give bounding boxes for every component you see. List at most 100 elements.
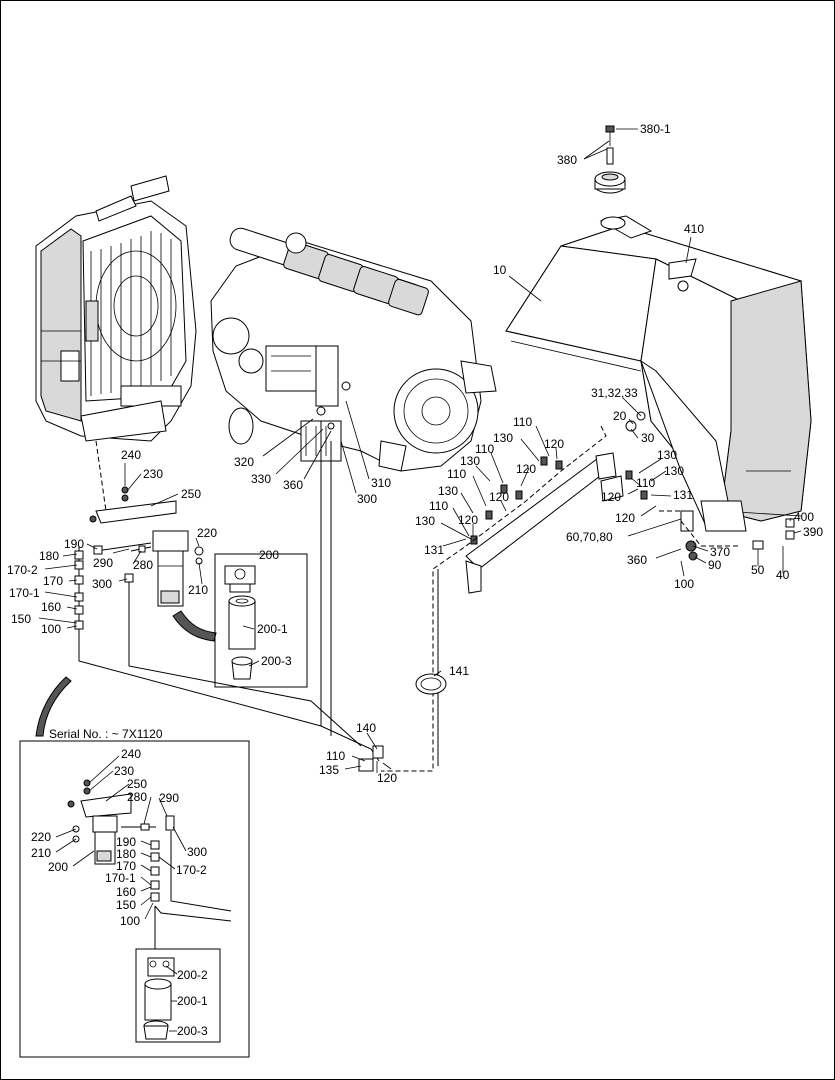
callout-240: 240 [121,747,141,761]
tank-cap [594,125,626,194]
callout-170-1: 170-1 [9,586,40,600]
callout-130: 130 [493,431,513,445]
serial-detail-box [19,676,250,1058]
callout-370: 370 [710,545,730,559]
callout-60-70-80: 60,70,80 [566,530,613,544]
callout-410: 410 [684,222,704,236]
lower-clamp [358,745,392,772]
callout-110: 110 [447,467,466,481]
callout-110: 110 [326,749,345,763]
fuel-filter-main [74,486,204,630]
callout-190: 190 [116,835,136,849]
callout-130: 130 [438,484,458,498]
callout-100: 100 [120,914,140,928]
callout-250: 250 [127,777,147,791]
callout-130: 130 [664,464,684,478]
callout-250: 250 [181,487,201,501]
callout-30: 30 [641,431,655,445]
callout-140: 140 [356,721,376,735]
callout-50: 50 [751,563,765,577]
callout-320: 320 [234,455,254,469]
callout-300: 300 [187,845,207,859]
callout-300: 300 [357,492,377,506]
callout-31-32-33: 31,32,33 [591,386,638,400]
callout-220: 220 [31,830,51,844]
callout-290: 290 [159,791,179,805]
callout-130: 130 [657,448,677,462]
callout-400: 400 [794,510,814,524]
callout-240: 240 [121,448,141,462]
callout-380-1: 380-1 [640,122,671,136]
callout-190: 190 [64,537,84,551]
callout-100: 100 [674,577,694,591]
callout-150: 150 [116,898,136,912]
callout-210: 210 [31,846,51,860]
callout-leaders [38,128,802,1032]
callout-110: 110 [513,415,532,429]
callout-280: 280 [133,558,153,572]
callout-150: 150 [11,612,31,626]
callout-141: 141 [449,664,469,678]
callout-180: 180 [39,549,59,563]
callout-160: 160 [41,600,61,614]
callout-170: 170 [43,574,63,588]
callout-200-1: 200-1 [177,994,208,1008]
callout-200-3: 200-3 [177,1024,208,1038]
radiator-assembly [35,175,197,442]
callout-110: 110 [636,476,655,490]
callout-230: 230 [114,764,134,778]
callout-380: 380 [557,153,577,167]
fuel-tank [505,215,812,532]
callout-120: 120 [458,513,478,527]
callout-120: 120 [516,462,536,476]
callout-170-2: 170-2 [7,563,38,577]
callout-200: 200 [259,548,279,562]
engine-leaders [262,400,370,494]
callout-131: 131 [673,488,693,502]
callout-330: 330 [251,472,271,486]
detail-box-200 [214,553,308,688]
callout-200-2: 200-2 [177,968,208,982]
callout-120: 120 [601,490,621,504]
hose-clamp-141 [415,673,447,695]
callout-360: 360 [283,478,303,492]
callout-120: 120 [489,490,509,504]
callout-131: 131 [424,543,444,557]
callout-120: 120 [615,511,635,525]
callout-360: 360 [627,553,647,567]
callout-110: 110 [475,442,494,456]
detail-arrow-200 [172,610,217,642]
callout-180: 180 [116,847,136,861]
callout-90: 90 [708,558,722,572]
callout-300: 300 [92,577,112,591]
callout-120: 120 [377,771,397,785]
callout-10: 10 [493,263,507,277]
serial-number-caption: Serial No. : ~ 7X1120 [49,727,163,741]
callout-200: 200 [48,860,68,874]
callout-40: 40 [776,568,790,582]
callout-200-1: 200-1 [257,622,288,636]
callout-120: 120 [544,437,564,451]
callout-130: 130 [415,514,435,528]
callout-280: 280 [127,790,147,804]
callout-170-2: 170-2 [176,863,207,877]
callout-220: 220 [197,526,217,540]
callout-210: 210 [188,583,208,597]
callout-100: 100 [41,622,61,636]
callout-200-3: 200-3 [261,654,292,668]
callout-130: 130 [460,454,480,468]
callout-110: 110 [429,499,448,513]
callout-390: 390 [803,525,823,539]
callout-20: 20 [613,409,627,423]
callout-160: 160 [116,885,136,899]
callout-135: 135 [319,763,339,777]
engine-assembly [210,227,497,472]
callout-290: 290 [93,556,113,570]
callout-170-1: 170-1 [105,871,136,885]
callout-230: 230 [143,467,163,481]
callout-labels: 380-1 380 410 10 31,32,33 20 30 110 130 … [7,122,823,1038]
callout-170: 170 [116,859,136,873]
callout-310: 310 [371,476,391,490]
